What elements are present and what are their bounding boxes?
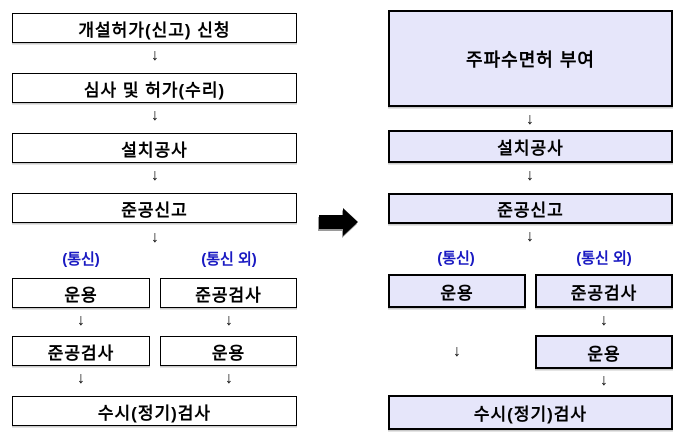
after-step-installation: 설치공사 — [388, 130, 673, 163]
after-branch-label-comm: (통신) — [437, 250, 475, 267]
before-branch-label-comm: (통신) — [62, 251, 100, 268]
after-comm-operation: 운용 — [388, 274, 526, 308]
before-step-review: 심사 및 허가(수리) — [12, 73, 297, 103]
after-branch-label-noncomm: (통신 외) — [576, 250, 632, 267]
down-arrow-icon: ↓ — [225, 312, 233, 329]
down-arrow-icon: ↓ — [526, 167, 534, 184]
down-arrow-icon: ↓ — [526, 228, 534, 245]
down-arrow-icon: ↓ — [526, 111, 534, 128]
before-step-application: 개설허가(신고) 신청 — [12, 13, 297, 43]
after-final-inspection: 수시(정기)검사 — [388, 395, 673, 430]
after-noncomm-operation: 운용 — [535, 335, 673, 369]
after-noncomm-completion-inspection: 준공검사 — [535, 274, 673, 308]
down-arrow-icon: ↓ — [453, 343, 461, 360]
down-arrow-icon: ↓ — [151, 107, 159, 124]
before-final-inspection: 수시(정기)검사 — [12, 396, 297, 426]
down-arrow-icon: ↓ — [151, 47, 159, 64]
before-step-completion-report: 준공신고 — [12, 193, 297, 223]
before-branch-label-noncomm: (통신 외) — [201, 251, 257, 268]
before-noncomm-operation: 운용 — [160, 336, 297, 366]
down-arrow-icon: ↓ — [77, 312, 85, 329]
before-noncomm-completion-inspection: 준공검사 — [160, 278, 297, 308]
before-step-installation: 설치공사 — [12, 133, 297, 163]
after-step-frequency-license: 주파수면허 부여 — [388, 10, 673, 107]
down-arrow-icon: ↓ — [77, 370, 85, 387]
down-arrow-icon: ↓ — [151, 167, 159, 184]
transform-arrow-icon — [318, 206, 360, 238]
before-comm-operation: 운용 — [12, 278, 150, 308]
after-step-completion-report: 준공신고 — [388, 193, 673, 224]
down-arrow-icon: ↓ — [151, 229, 159, 246]
before-comm-completion-inspection: 준공검사 — [12, 336, 150, 366]
down-arrow-icon: ↓ — [600, 312, 608, 329]
down-arrow-icon: ↓ — [600, 372, 608, 389]
down-arrow-icon: ↓ — [225, 370, 233, 387]
